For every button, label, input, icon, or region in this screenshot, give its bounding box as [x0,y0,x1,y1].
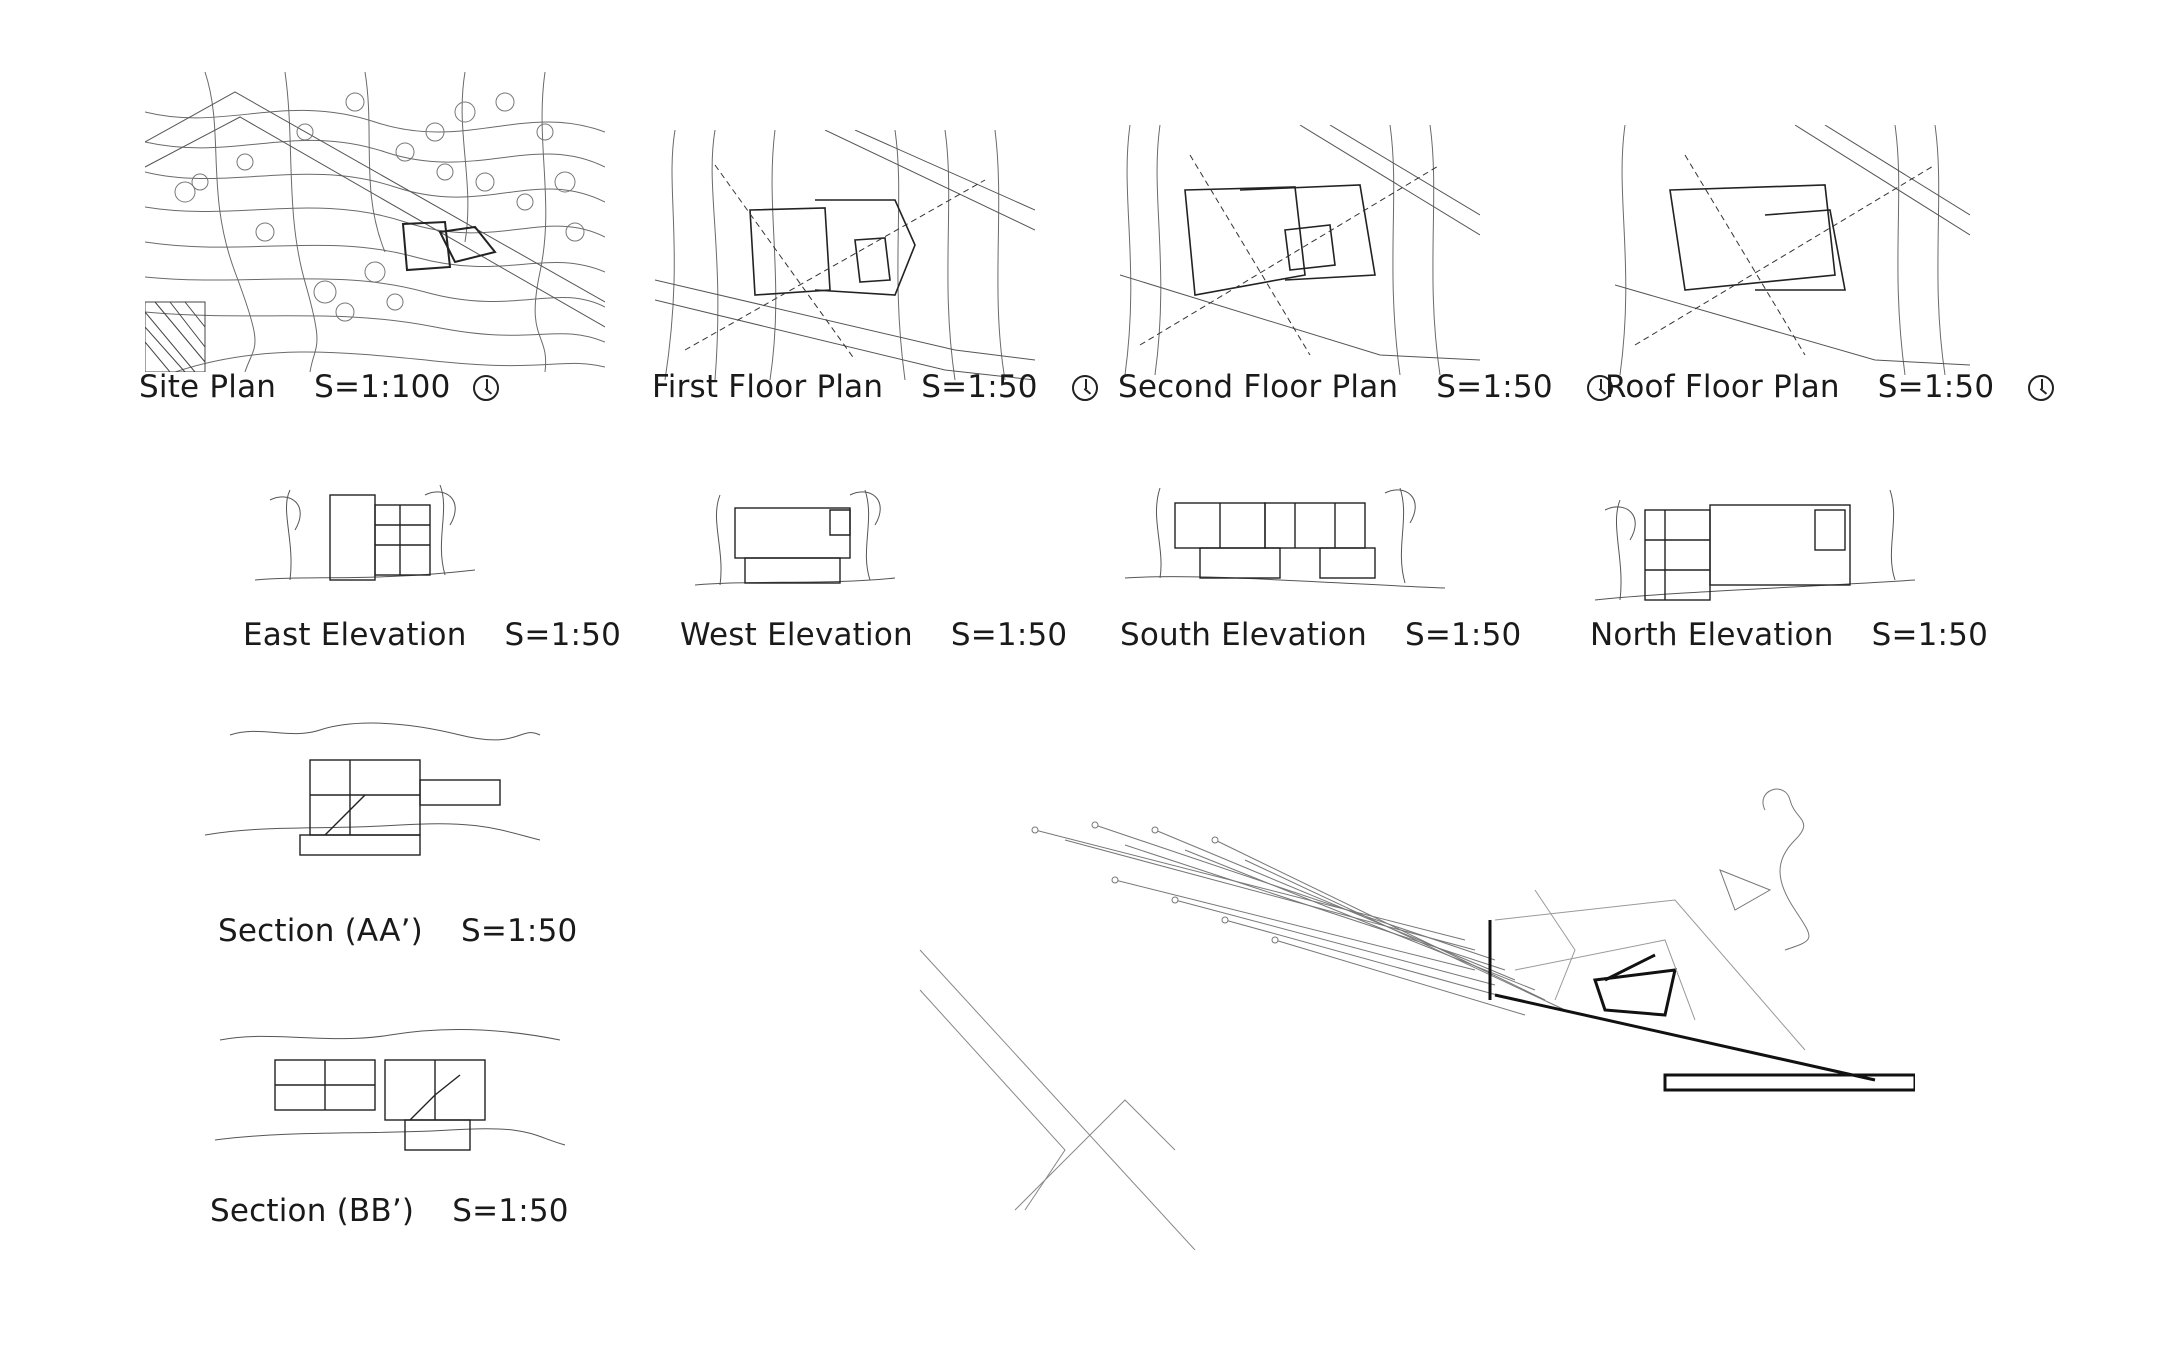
site-plan-label: Site Plan [139,369,277,405]
south-elevation-scale: S=1:50 [1404,617,1522,653]
section-aa-scale: S=1:50 [460,913,578,949]
contour-lines [1124,125,1441,375]
first-floor-plan-label: First Floor Plan [652,369,884,405]
east-elevation-caption: East Elevation S=1:50 [243,620,621,651]
building-mass [1488,920,1915,1092]
first-floor-plan-caption: First Floor Plan S=1:50 [652,372,1098,403]
west-elevation-scale: S=1:50 [950,617,1068,653]
roof-floor-plan-drawing [1615,125,1970,375]
first-floor-plan-scale: S=1:50 [921,369,1038,405]
roof-floor-plan-scale: S=1:50 [1877,369,1995,405]
north-elevation-caption: North Elevation S=1:50 [1590,620,1988,651]
south-elevation-caption: South Elevation S=1:50 [1120,620,1521,651]
south-elevation-drawing [1120,478,1450,598]
north-arrow-icon [1071,374,1098,401]
road [1120,125,1480,361]
section-aa-label: Section (AA’) [218,913,423,949]
north-elevation-drawing [1590,480,1920,605]
second-floor-plan-scale: S=1:50 [1436,369,1553,405]
concept-sketch-drawing [915,770,1915,1250]
road [655,130,1035,380]
road [1615,125,1970,366]
site-plan-scale: S=1:100 [314,369,451,405]
trees [174,92,585,322]
road-edge [919,949,1196,1250]
section-aa-caption: Section (AA’) S=1:50 [218,916,577,947]
north-elevation-label: North Elevation [1590,617,1834,653]
contour-lines [1619,125,1946,375]
plan-walls [749,199,916,296]
plan-walls [1184,184,1376,296]
section-lines [1139,154,1441,356]
second-floor-plan-label: Second Floor Plan [1118,369,1399,405]
east-elevation-drawing [250,470,480,590]
west-elevation-drawing [690,480,900,590]
north-arrow-icon [2028,374,2055,401]
contour-lines [145,72,605,372]
east-elevation-label: East Elevation [243,617,467,653]
section-lines [1634,154,1936,356]
sight-points [1031,821,1279,944]
section-bb-scale: S=1:50 [452,1193,569,1229]
roof-outline [1669,184,1846,291]
roof-floor-plan-caption: Roof Floor Plan S=1:50 [1605,369,2055,405]
roof-floor-plan-label: Roof Floor Plan [1605,369,1840,405]
section-bb-label: Section (BB’) [210,1193,415,1229]
construction-lines [1494,889,1806,1051]
second-floor-plan-drawing [1120,125,1480,375]
section-lines [684,164,986,361]
south-elevation-label: South Elevation [1120,617,1367,653]
section-bb-drawing [210,1020,570,1165]
site-plan-caption: Site Plan S=1:100 [139,372,499,403]
north-elevation-scale: S=1:50 [1871,617,1989,653]
east-elevation-scale: S=1:50 [504,617,622,653]
north-arrow-icon [1586,374,1613,401]
west-elevation-caption: West Elevation S=1:50 [680,620,1067,651]
west-elevation-label: West Elevation [680,617,913,653]
site-road [145,91,605,328]
site-hatch [145,301,206,372]
section-bb-caption: Section (BB’) S=1:50 [210,1196,569,1227]
first-floor-plan-drawing [655,130,1035,380]
north-arrow-icon [472,374,499,401]
section-aa-drawing [200,715,545,860]
trees [1719,788,1810,951]
building-footprint [401,220,497,272]
sight-lines [1034,824,1566,1016]
contour-lines [664,130,1006,380]
second-floor-plan-caption: Second Floor Plan S=1:50 [1118,372,1613,403]
site-plan-drawing [145,72,605,372]
